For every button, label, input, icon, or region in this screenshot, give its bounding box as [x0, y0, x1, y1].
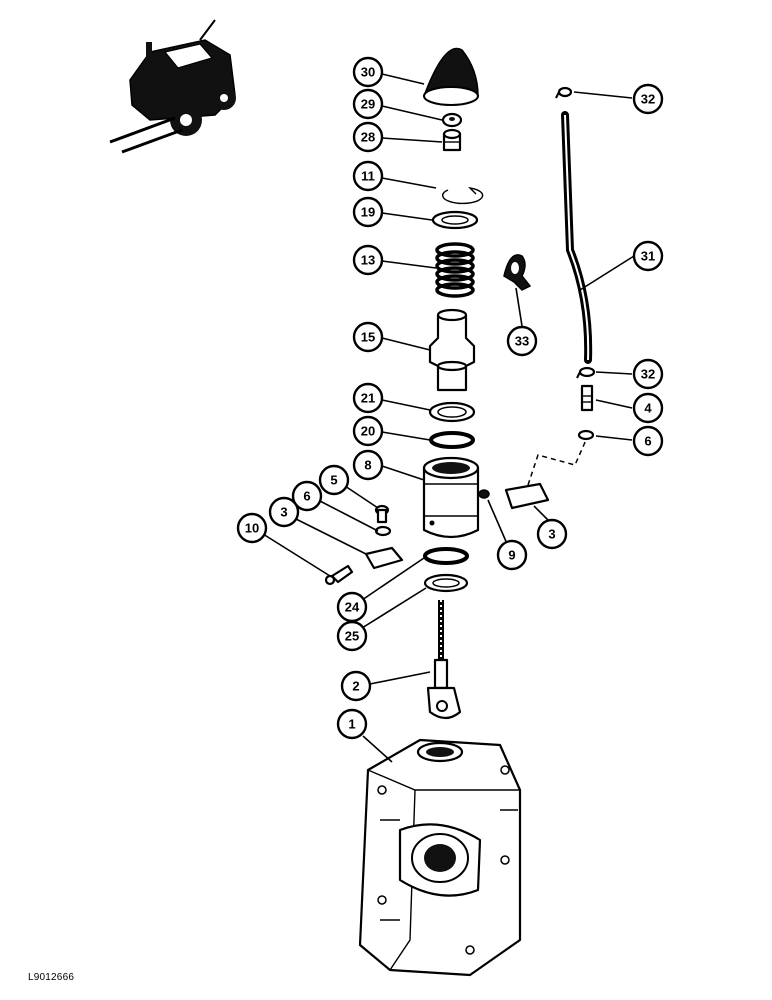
svg-text:3: 3: [280, 505, 287, 520]
callout-13: 13: [352, 244, 384, 276]
svg-text:9: 9: [508, 548, 515, 563]
spring-part: [435, 242, 475, 298]
callout-29: 29: [352, 88, 384, 120]
nut-part: [441, 112, 463, 128]
svg-text:6: 6: [644, 434, 651, 449]
svg-text:11: 11: [361, 169, 375, 184]
housing-part: [358, 738, 522, 977]
svg-text:31: 31: [641, 249, 655, 264]
callout-8: 8: [352, 449, 384, 481]
lower-seal-part: [423, 573, 469, 593]
connector-fitting-part: [580, 384, 594, 412]
callout-6-right: 6: [632, 425, 664, 457]
callout-4: 4: [632, 392, 664, 424]
o-ring-lower-part: [423, 547, 469, 565]
washer-part: [431, 210, 479, 230]
leader-lines: [262, 73, 635, 763]
svg-text:3: 3: [548, 527, 555, 542]
callout-3-right: 3: [536, 518, 568, 550]
callout-9: 9: [496, 539, 528, 571]
tube-part: [561, 111, 593, 364]
svg-text:28: 28: [361, 130, 375, 145]
plug-part: [478, 489, 490, 499]
o-ring-upper-part: [429, 431, 475, 449]
hose-clamp-bottom-part: [576, 366, 596, 379]
cylinder-part: [422, 456, 480, 539]
callout-21: 21: [352, 382, 384, 414]
callout-15: 15: [352, 321, 384, 353]
clip-part: [503, 254, 532, 291]
hose-clamp-top-part: [555, 86, 573, 99]
bolt-part: [374, 504, 390, 524]
seal-part: [428, 401, 476, 423]
callout-3-left: 3: [268, 496, 300, 528]
svg-text:1: 1: [348, 717, 355, 732]
callout-28: 28: [352, 121, 384, 153]
svg-text:24: 24: [345, 600, 360, 615]
svg-text:6: 6: [303, 489, 310, 504]
callout-32-bottom: 32: [632, 358, 664, 390]
svg-text:32: 32: [641, 92, 655, 107]
callout-10: 10: [236, 512, 268, 544]
callout-11: 11: [352, 160, 384, 192]
hose-route-dashed-line: [527, 439, 587, 486]
svg-text:10: 10: [245, 521, 259, 536]
svg-text:4: 4: [644, 401, 652, 416]
callout-1: 1: [336, 708, 368, 740]
svg-text:29: 29: [361, 97, 375, 112]
svg-text:5: 5: [330, 473, 337, 488]
svg-text:8: 8: [364, 458, 371, 473]
svg-text:21: 21: [361, 391, 375, 406]
callout-31: 31: [632, 240, 664, 272]
callout-33: 33: [506, 325, 538, 357]
rod-part: [426, 600, 462, 720]
svg-text:32: 32: [641, 367, 655, 382]
svg-text:33: 33: [515, 334, 529, 349]
figure-reference-code: L9012666: [28, 972, 75, 983]
bracket-left-part: [364, 546, 404, 570]
svg-text:13: 13: [361, 253, 375, 268]
small-nut-left-part: [374, 525, 392, 537]
cap-part: [423, 47, 479, 106]
small-nut-right-part: [577, 429, 595, 441]
callout-30: 30: [352, 56, 384, 88]
callout-19: 19: [352, 196, 384, 228]
svg-text:15: 15: [361, 330, 375, 345]
callout-24: 24: [336, 591, 368, 623]
forklift-thumbnail-icon: [109, 19, 236, 154]
callout-25: 25: [336, 620, 368, 652]
plunger-part: [428, 308, 476, 392]
snap-ring-part: [441, 186, 484, 205]
callout-5: 5: [318, 464, 350, 496]
callout-6-left: 6: [291, 480, 323, 512]
callout-2: 2: [340, 670, 372, 702]
bracket-right-part: [504, 482, 550, 510]
svg-text:19: 19: [361, 205, 375, 220]
callout-32-top: 32: [632, 83, 664, 115]
svg-text:25: 25: [345, 629, 359, 644]
svg-text:20: 20: [361, 424, 375, 439]
svg-text:30: 30: [361, 65, 375, 80]
fitting-part: [442, 128, 462, 152]
callout-20: 20: [352, 415, 384, 447]
svg-text:2: 2: [352, 679, 359, 694]
